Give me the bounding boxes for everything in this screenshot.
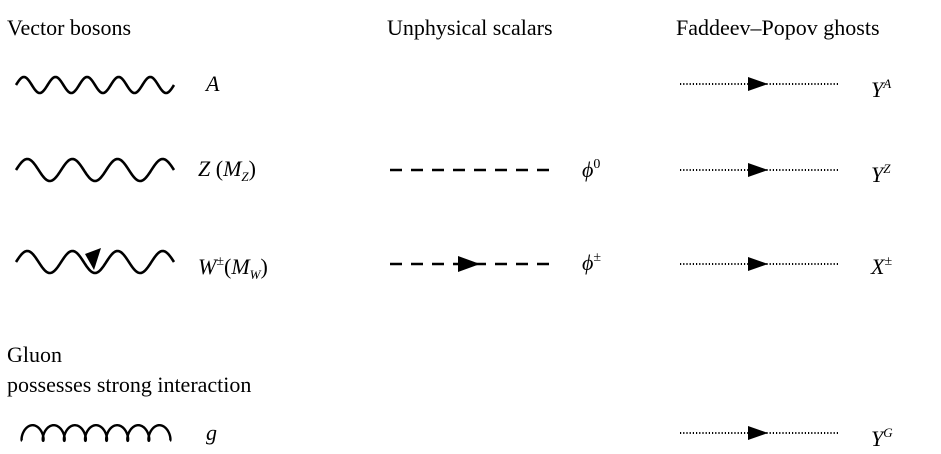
gluon-title: Gluon	[7, 342, 62, 367]
label-gluon-symbol: g	[206, 420, 217, 445]
gluon-curly-line	[20, 423, 172, 443]
photon-wavy-line	[14, 75, 176, 95]
z-boson-wavy-line	[14, 157, 176, 183]
ghost-Xpm-propagator	[680, 257, 838, 271]
ghost-Xpm-arrow	[748, 257, 768, 271]
label-ghost-YZ-superscript: Z	[883, 161, 891, 176]
label-w-symbol: W	[198, 254, 217, 279]
label-ghost-Xpm-symbol: X	[871, 254, 885, 279]
label-phipm-superscript: ±	[593, 250, 602, 265]
ghost-YZ-arrow	[748, 163, 768, 177]
label-z-close-paren: )	[248, 156, 256, 181]
label-z-boson: Z (MZ)	[198, 156, 256, 185]
label-ghost-YZ-symbol: Y	[871, 162, 884, 187]
scalar-phi0-propagator	[390, 168, 555, 172]
label-ghost-YA: YA	[871, 71, 891, 103]
label-ghost-YZ: YZ	[871, 156, 890, 188]
w-boson-arrow	[85, 248, 101, 270]
ghost-YG-propagator	[680, 426, 838, 440]
label-w-boson: W±(MW)	[198, 249, 268, 283]
header-unphysical-scalars: Unphysical scalars	[387, 15, 553, 40]
label-z-mass-subscript: Z	[241, 169, 249, 184]
label-scalar-phipm: ϕ±	[582, 245, 601, 276]
label-z-open-paren: (	[215, 156, 224, 181]
ghost-YA-propagator	[680, 77, 838, 91]
header-vector-bosons: Vector bosons	[7, 15, 132, 40]
label-ghost-YA-symbol: Y	[871, 77, 884, 102]
label-phipm-symbol: ϕ	[582, 250, 594, 275]
w-boson-propagator	[14, 248, 176, 275]
label-phi0-superscript: 0	[593, 157, 601, 172]
photon-propagator	[14, 75, 176, 95]
label-ghost-YG-symbol: Y	[871, 426, 884, 451]
label-ghost-YG-superscript: G	[883, 425, 893, 440]
label-ghost-Xpm: X±	[871, 249, 892, 280]
z-boson-propagator	[14, 157, 176, 183]
label-w-mass: M	[231, 254, 250, 279]
ghost-YA-arrow	[748, 77, 768, 91]
label-scalar-phi0: ϕ0	[582, 152, 600, 183]
label-w-open-paren: (	[224, 254, 232, 279]
label-w-close-paren: )	[260, 254, 268, 279]
label-w-superscript: ±	[216, 254, 225, 269]
label-phi0-symbol: ϕ	[582, 157, 594, 182]
w-boson-wavy-line	[14, 249, 176, 275]
label-z-mass: M	[223, 156, 242, 181]
label-ghost-YG: YG	[871, 420, 893, 452]
label-w-mass-subscript: W	[249, 267, 261, 282]
ghost-YZ-propagator	[680, 163, 838, 177]
label-gluon: g	[206, 420, 217, 446]
label-photon-symbol: A	[206, 71, 220, 96]
scalar-phipm-propagator	[390, 256, 555, 272]
header-fp-ghosts: Faddeev–Popov ghosts	[676, 15, 880, 40]
gluon-propagator	[20, 423, 172, 443]
label-photon: A	[206, 71, 219, 97]
label-z-symbol: Z	[198, 156, 211, 181]
label-ghost-Xpm-superscript: ±	[884, 254, 893, 269]
gluon-subtitle: possesses strong interaction	[7, 372, 252, 397]
ghost-YG-arrow	[748, 426, 768, 440]
label-ghost-YA-superscript: A	[883, 76, 892, 91]
scalar-phipm-arrow	[458, 256, 480, 272]
